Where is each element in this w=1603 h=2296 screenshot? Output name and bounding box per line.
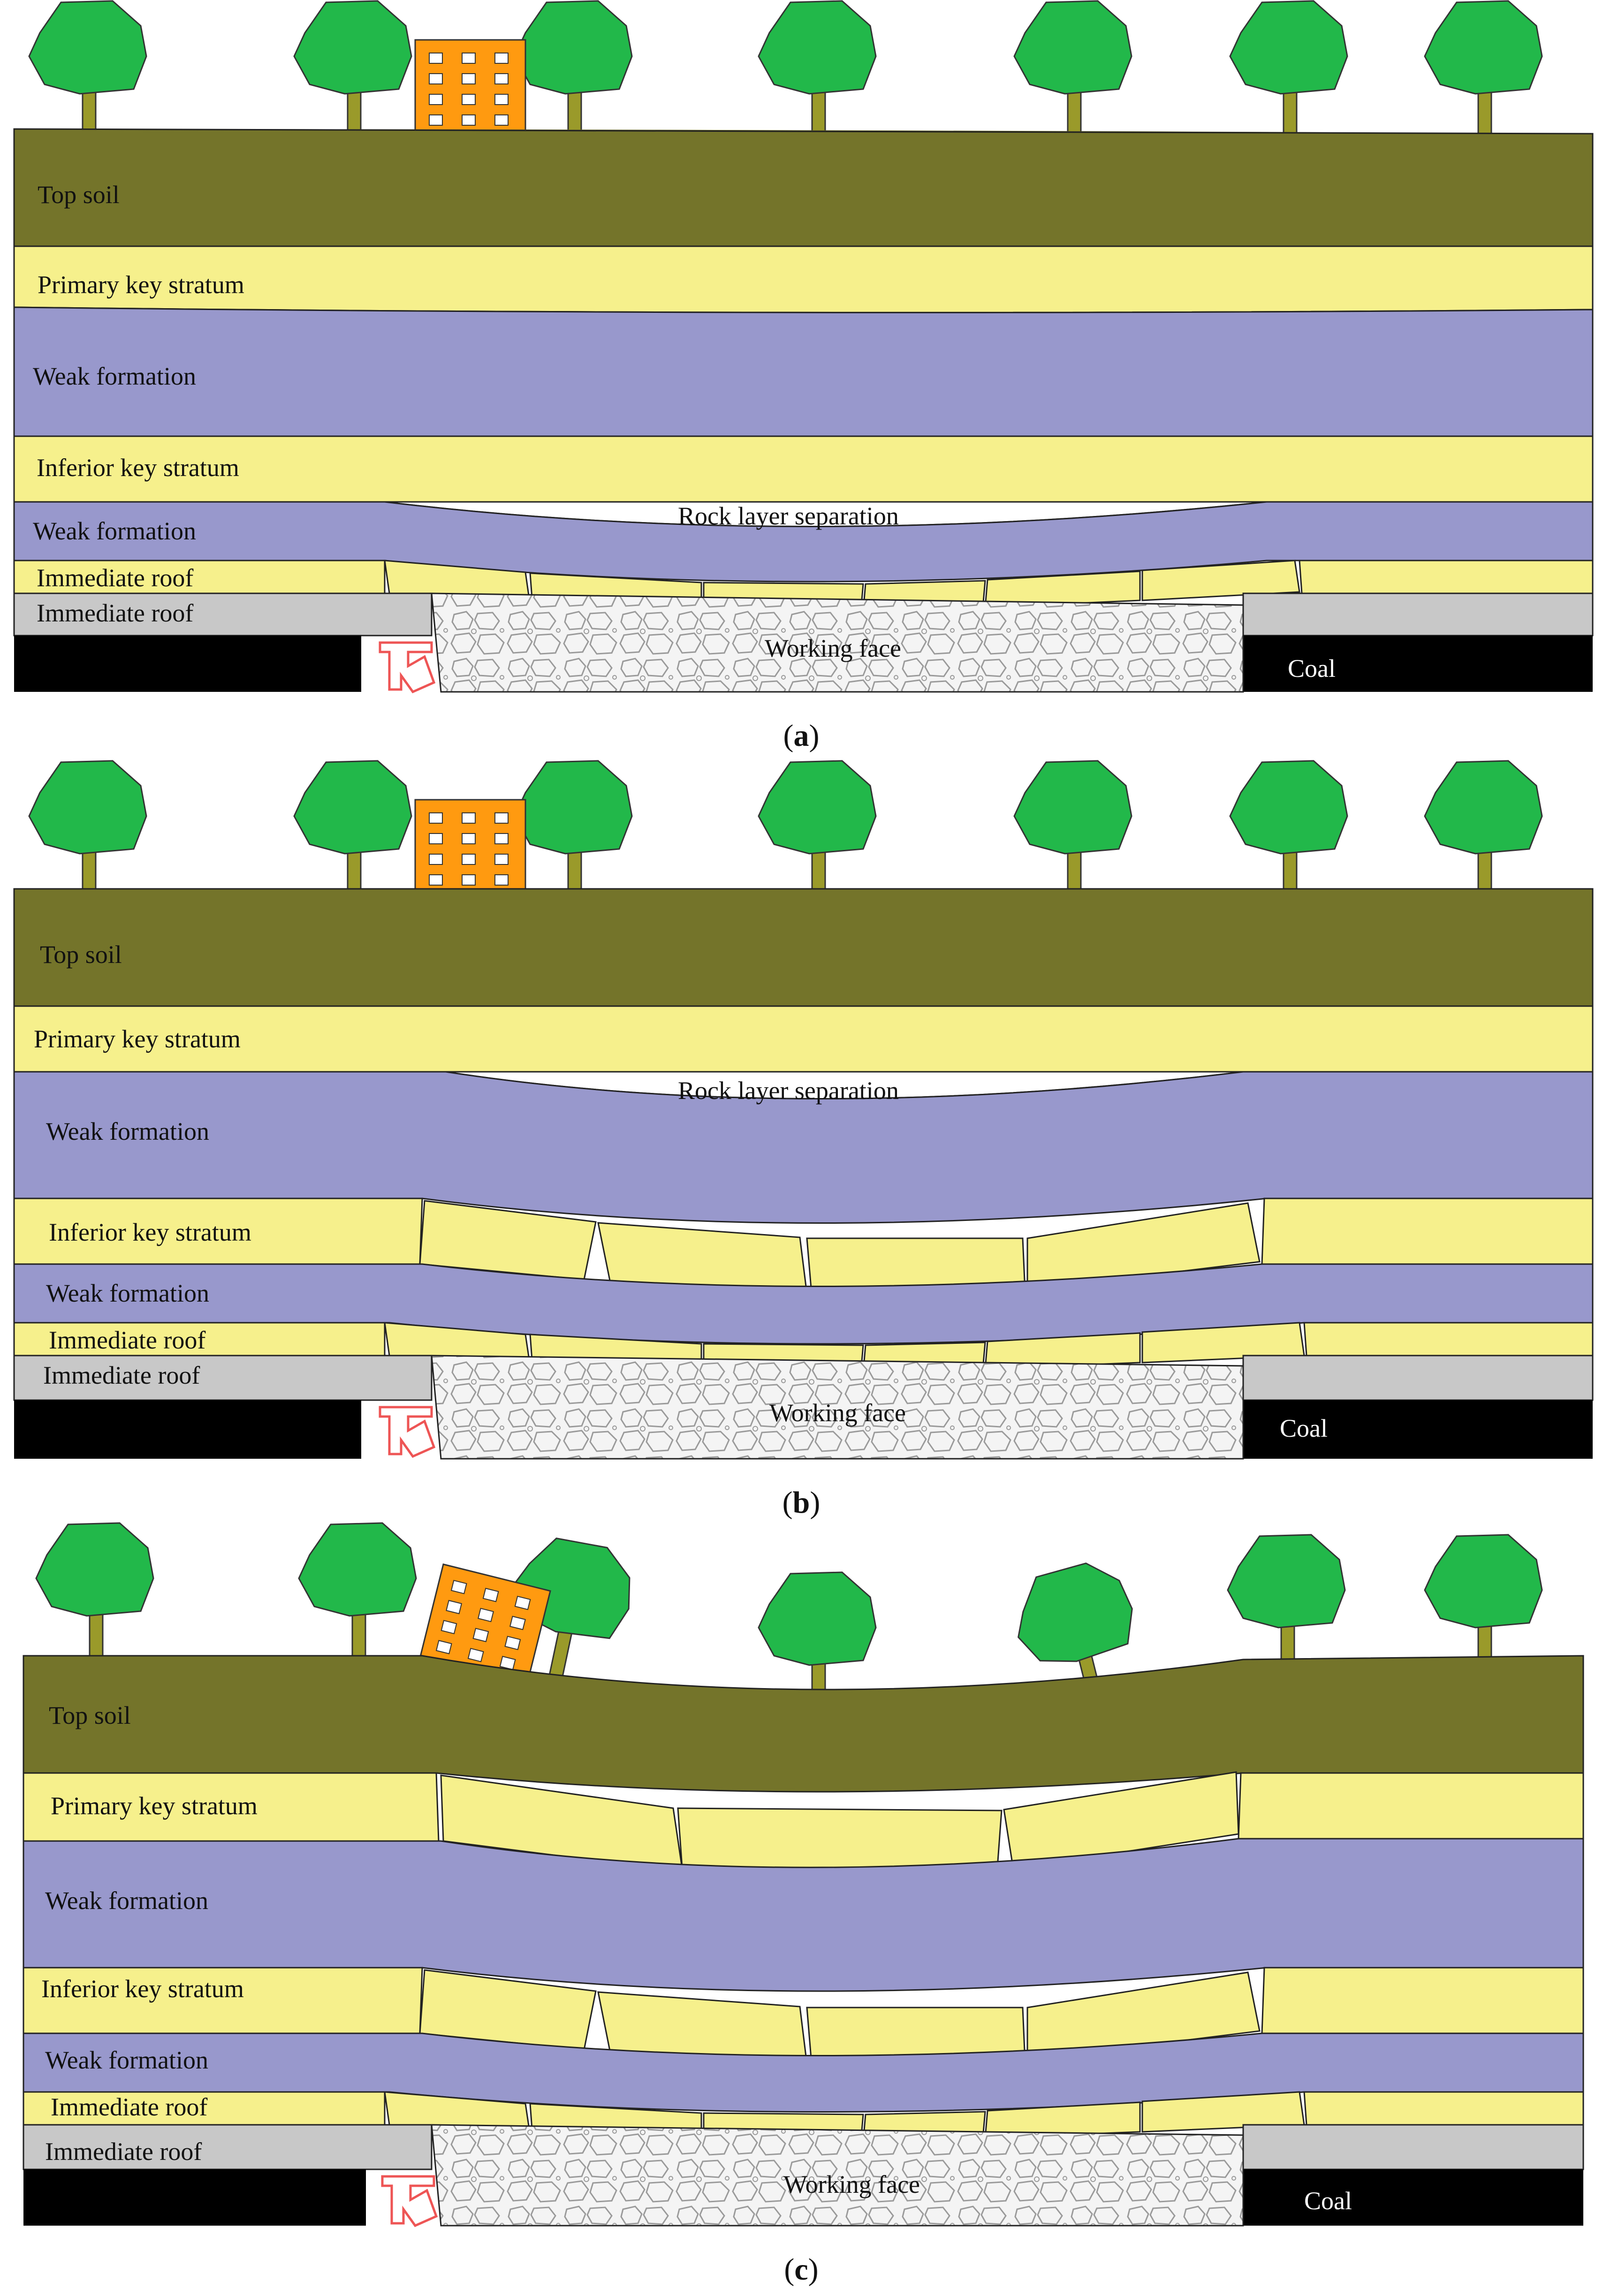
label-inferior-key-stratum: Inferior key stratum: [49, 1218, 251, 1246]
top-soil-layer: [13, 128, 1594, 247]
top-soil-layer: [23, 1655, 1584, 1793]
tree-icon: [514, 760, 633, 902]
immediate-roof-upper-b: [13, 1322, 1594, 1373]
label-immediate-roof: Immediate roof: [37, 599, 193, 627]
label-coal: Coal: [1304, 2187, 1352, 2215]
label-immediate-roof: Immediate roof: [51, 2093, 207, 2121]
tree-icon: [293, 0, 412, 142]
label-weak-formation: Weak formation: [45, 1887, 208, 1915]
label-immediate-roof: Immediate roof: [49, 1326, 205, 1354]
coal-left: [23, 2169, 366, 2226]
primary-key-stratum: [13, 245, 1594, 313]
surface-objects-a: [28, 0, 1543, 142]
label-weak-formation: Weak formation: [46, 1279, 209, 1307]
coal-right: [1243, 636, 1593, 692]
tree-icon: [28, 0, 147, 142]
label-immediate-roof: Immediate roof: [45, 2137, 202, 2166]
immediate-roof-lower-right: [1242, 2124, 1584, 2170]
primary-key-stratum: [13, 1005, 1594, 1073]
tree-icon: [1013, 0, 1132, 142]
tree-icon: [1229, 0, 1348, 142]
inferior-key-stratum: [13, 435, 1594, 503]
coal-left: [14, 636, 361, 692]
label-rock-layer-separation: Rock layer separation: [678, 502, 899, 530]
tree-icon: [514, 0, 633, 142]
coal-left: [14, 1400, 361, 1459]
label-weak-formation: Weak formation: [45, 2046, 208, 2074]
inferior-key-stratum-c: [23, 1967, 1584, 2065]
tree-icon: [1227, 1534, 1346, 1675]
tree-icon: [1424, 1534, 1543, 1675]
building-icon: [414, 39, 526, 135]
label-coal: Coal: [1288, 654, 1336, 682]
primary-key-stratum-c: [23, 1771, 1584, 1875]
label-weak-formation: Weak formation: [33, 362, 196, 390]
label-weak-formation: Weak formation: [46, 1117, 209, 1145]
goaf-area: [431, 2124, 1244, 2227]
caption-a: (a): [783, 719, 820, 753]
label-working-face: Working face: [765, 634, 901, 662]
panel-b: [13, 760, 1594, 1460]
coal-right: [1243, 1400, 1593, 1459]
label-top-soil: Top soil: [38, 181, 120, 209]
panel-a: [13, 0, 1594, 693]
label-top-soil: Top soil: [49, 1701, 131, 1729]
caption-c: (c): [784, 2252, 818, 2287]
tree-icon: [1424, 760, 1543, 902]
label-coal: Coal: [1280, 1414, 1328, 1442]
tree-icon: [1424, 0, 1543, 142]
tree-icon: [1013, 760, 1132, 902]
surface-objects-b: [28, 760, 1543, 902]
inferior-key-stratum-b: [13, 1197, 1594, 1295]
tree-icon: [35, 1522, 154, 1664]
tree-icon: [758, 0, 877, 142]
label-immediate-roof: Immediate roof: [37, 564, 193, 592]
goaf-area: [431, 1355, 1244, 1460]
label-rock-layer-separation: Rock layer separation: [678, 1076, 899, 1105]
immediate-roof-lower-left: [23, 2124, 433, 2170]
label-inferior-key-stratum: Inferior key stratum: [37, 454, 239, 482]
tree-icon: [28, 760, 147, 902]
immediate-roof-lower-right: [1242, 592, 1594, 637]
label-working-face: Working face: [783, 2170, 920, 2198]
immediate-roof-lower-right: [1242, 1355, 1594, 1401]
label-weak-formation: Weak formation: [33, 517, 196, 545]
building-icon: [414, 799, 526, 894]
immediate-roof-lower-left: [13, 1355, 433, 1401]
weak-formation-upper: [13, 306, 1594, 437]
goaf-area: [431, 592, 1244, 693]
tree-icon: [298, 1522, 417, 1664]
tree-icon: [758, 760, 877, 902]
tree-icon: [293, 760, 412, 902]
hydraulic-support-icon: [382, 2176, 436, 2226]
label-top-soil: Top soil: [40, 940, 122, 969]
label-immediate-roof: Immediate roof: [43, 1361, 200, 1389]
label-inferior-key-stratum: Inferior key stratum: [41, 1975, 244, 2003]
hydraulic-support-icon: [380, 643, 434, 692]
top-soil-layer: [13, 888, 1594, 1007]
label-working-face: Working face: [769, 1399, 906, 1427]
label-primary-key-stratum: Primary key stratum: [34, 1025, 241, 1053]
hydraulic-support-icon: [380, 1407, 434, 1456]
label-primary-key-stratum: Primary key stratum: [38, 271, 244, 299]
label-primary-key-stratum: Primary key stratum: [51, 1792, 258, 1820]
panel-c: [23, 1522, 1584, 2227]
caption-b: (b): [783, 1485, 820, 1520]
tree-icon: [1229, 760, 1348, 902]
coal-right: [1243, 2169, 1583, 2226]
